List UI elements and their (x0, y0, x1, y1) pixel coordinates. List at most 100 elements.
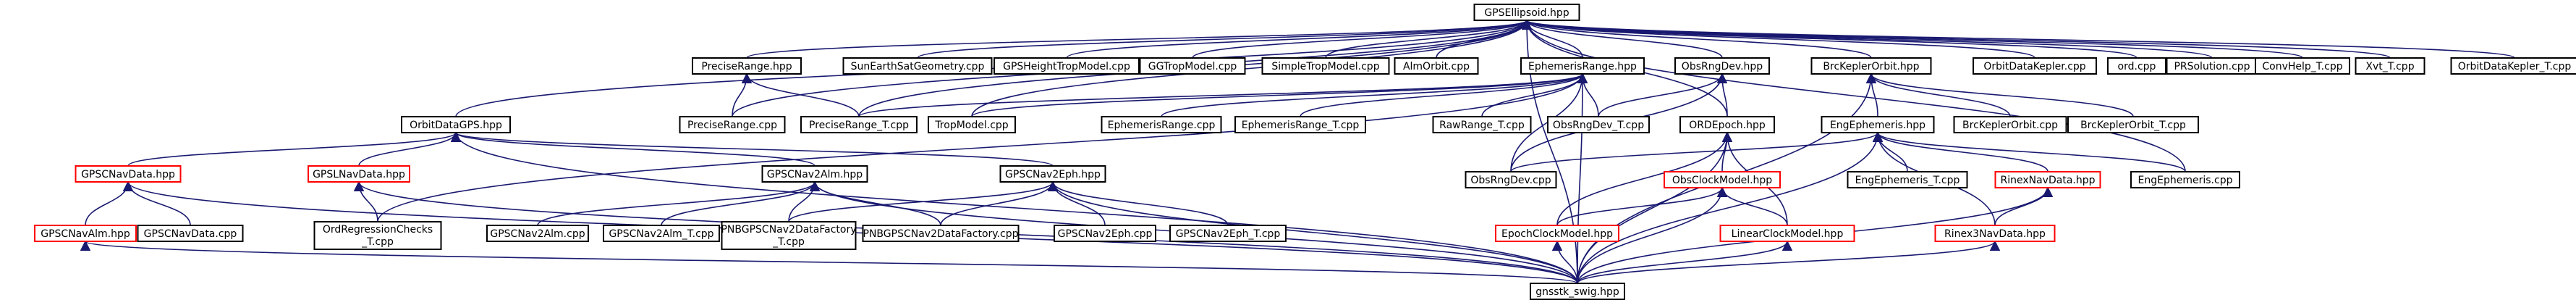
node-rinex3navdata-hpp[interactable]: Rinex3NavData.hpp (1934, 225, 2056, 242)
node-preciserange-cpp[interactable]: PreciseRange.cpp (679, 116, 786, 133)
node-orbitdatagps[interactable]: OrbitDataGPS.hpp (401, 116, 511, 133)
node-label: OrbitDataKepler.cpp (1983, 61, 2085, 72)
node-box (2107, 57, 2166, 75)
node-box (1473, 4, 1580, 21)
node-ephrange-t[interactable]: EphemerisRange_T.cpp (1234, 116, 1366, 133)
node-label: Xvt_T.cpp (2365, 61, 2414, 72)
node-ephrange-hpp[interactable]: EphemerisRange.hpp (1520, 57, 1645, 75)
edge-gpslnavdata_hpp-to-orbitdatagps (358, 131, 462, 167)
edge-gnsstk_swig-to-ephrange_hpp (1577, 72, 1588, 284)
edge-gtrop-to-root (1192, 19, 1532, 59)
node-gpscnav2alm-cpp[interactable]: GPSCNav2Alm.cpp (486, 225, 589, 242)
node-gpscnav2eph-hpp[interactable]: GPSCNav2Eph.hpp (999, 165, 1106, 183)
node-label: Rinex3NavData.hpp (1944, 228, 2046, 240)
node-label: BrcKeplerOrbit.cpp (1962, 120, 2058, 131)
node-gpscnav2alm-hpp[interactable]: GPSCNav2Alm.hpp (761, 165, 868, 183)
node-orbitdatakepler[interactable]: OrbitDataKepler.cpp (1973, 57, 2097, 75)
node-obsrngdev-cpp[interactable]: ObsRngDev.cpp (1465, 171, 1557, 188)
node-label: PreciseRange.cpp (687, 120, 777, 131)
node-gpscnav2eph-t[interactable]: GPSCNav2Eph_T.cpp (1169, 225, 1287, 242)
node-linearclockmodel-hpp[interactable]: LinearClockModel.hpp (1719, 225, 1855, 242)
node-box (34, 225, 137, 242)
node-preciserange-t[interactable]: PreciseRange_T.cpp (800, 116, 918, 133)
node-label: GPSCNav2Eph.hpp (1005, 169, 1101, 180)
node-gpscnav2eph-cpp[interactable]: GPSCNav2Eph.cpp (1054, 225, 1156, 242)
node-engephemeris-t[interactable]: EngEphemeris_T.cpp (1847, 171, 1968, 188)
node-rawrange-t[interactable]: RawRange_T.cpp (1432, 116, 1532, 133)
node-label: OrbitDataGPS.hpp (410, 120, 502, 131)
edge-engephemeris_t-to-engephemeris_hpp (1872, 131, 1908, 172)
node-engephemeris-cpp[interactable]: EngEphemeris.cpp (2130, 171, 2240, 188)
node-gpscnavalm-hpp[interactable]: GPSCNavAlm.hpp (34, 225, 137, 242)
edge-ordregression-to-gpslnavdata_hpp (353, 180, 378, 222)
node-label: ORDEpoch.hpp (1689, 120, 1766, 131)
node-label: ObsRngDev.hpp (1682, 61, 1763, 72)
node-box (486, 225, 589, 242)
edge-gpscnav2alm_hpp-to-orbitdatagps (451, 131, 815, 167)
node-label: RinexNavData.hpp (2000, 175, 2095, 186)
node-gpsheight[interactable]: GPSHeightTropModel.cpp (993, 57, 1140, 75)
node-convhelp[interactable]: ConvHelp_T.cpp (2255, 57, 2350, 75)
node-ordepoch-hpp[interactable]: ORDEpoch.hpp (1679, 116, 1775, 133)
node-label: BrcKeplerOrbit_T.cpp (2080, 120, 2186, 131)
node-prsolution[interactable]: PRSolution.cpp (2166, 57, 2258, 75)
node-rinexnavdata-hpp[interactable]: RinexNavData.hpp (1994, 171, 2101, 188)
node-almorbit[interactable]: AlmOrbit.cpp (1394, 57, 1479, 75)
node-xvt-t[interactable]: Xvt_T.cpp (2355, 57, 2425, 75)
node-gnsstk-swig[interactable]: gnsstk_swig.hpp (1530, 283, 1625, 300)
node-box (1530, 283, 1625, 300)
edge-gpscnav2alm_cpp-to-gpscnav2alm_hpp (537, 180, 821, 226)
node-label: RawRange_T.cpp (1439, 120, 1525, 131)
node-pnbgpscnav2factory-t[interactable]: PNBGPSCNav2DataFactory_T.cpp (721, 221, 857, 250)
node-gpscnav2alm-t[interactable]: GPSCNav2Alm_T.cpp (603, 225, 720, 242)
node-box (999, 165, 1106, 183)
edge-gnsstk_swig-to-gpscnavalm_hpp (80, 240, 1578, 284)
edge-tropmodel-to-ephrange_hpp (971, 72, 1588, 117)
node-box (928, 116, 1016, 133)
node-label: EpochClockModel.hpp (1501, 228, 1613, 240)
node-obsrngdev-hpp[interactable]: ObsRngDev.hpp (1674, 57, 1770, 75)
node-label: GPSCNav2Alm_T.cpp (609, 228, 713, 240)
node-label: SunEarthSatGeometry.cpp (851, 61, 985, 72)
edge-gpsheight-to-root (1066, 19, 1532, 59)
node-box (2067, 116, 2199, 133)
node-box (1719, 225, 1855, 242)
node-box (2255, 57, 2350, 75)
node-label: GPSCNav2Eph.cpp (1058, 228, 1153, 240)
node-ephrange-cpp[interactable]: EphemerisRange.cpp (1101, 116, 1222, 133)
node-sun-earth[interactable]: SunEarthSatGeometry.cpp (842, 57, 993, 75)
node-gpscnavdata-cpp[interactable]: GPSCNavData.cpp (137, 225, 244, 242)
node-box (603, 225, 720, 242)
node-precise-range-hpp[interactable]: PreciseRange.hpp (692, 57, 802, 75)
node-ord[interactable]: ord.cpp (2107, 57, 2166, 75)
node-orbitdatakepler-t[interactable]: OrbitDataKepler_T.cpp (2450, 57, 2576, 75)
node-box (75, 165, 182, 183)
node-tropmodel[interactable]: TropModel.cpp (928, 116, 1016, 133)
node-brckepler-cpp[interactable]: BrcKeplerOrbit.cpp (1953, 116, 2067, 133)
node-obsrngdev-t[interactable]: ObsRngDev_T.cpp (1547, 116, 1650, 133)
node-gtrop[interactable]: GGTropModel.cpp (1139, 57, 1246, 75)
node-obsclockmodel-hpp[interactable]: ObsClockModel.hpp (1664, 171, 1781, 188)
node-box (1821, 116, 1935, 133)
edge-rinex3navdata_hpp-to-rinexnavdata_hpp (1994, 186, 2054, 226)
edge-engephemeris_cpp-to-engephemeris_hpp (1873, 131, 2186, 172)
node-label: GPSCNavData.cpp (144, 228, 237, 240)
node-label: GPSHeightTropModel.cpp (1003, 61, 1130, 72)
node-gpslnavdata-hpp[interactable]: GPSLNavData.hpp (308, 165, 410, 183)
node-gpscnavdata-hpp[interactable]: GPSCNavData.hpp (75, 165, 182, 183)
edge-gpscnav2eph_cpp-to-gpscnav2eph_hpp (1047, 180, 1106, 226)
node-brckepler-hpp[interactable]: BrcKeplerOrbit.hpp (1810, 57, 1932, 75)
node-ordregression[interactable]: OrdRegressionChecks_T.cpp (313, 221, 442, 250)
node-box (1432, 116, 1532, 133)
edge-gnsstk_swig-to-orbitdatagps (450, 131, 1578, 284)
node-engephemeris-hpp[interactable]: EngEphemeris.hpp (1821, 116, 1935, 133)
edge-gnsstk_swig-to-ordepoch_hpp (1577, 131, 1733, 284)
node-epochclockmodel-hpp[interactable]: EpochClockModel.hpp (1495, 225, 1619, 242)
node-pnbgpscnav2factory[interactable]: PNBGPSCNav2DataFactory.cpp (862, 225, 1020, 242)
node-brckepler-t[interactable]: BrcKeplerOrbit_T.cpp (2067, 116, 2199, 133)
node-label: _T.cpp (361, 236, 394, 248)
node-simpletrop[interactable]: SimpleTropModel.cpp (1261, 57, 1390, 75)
node-label: OrbitDataKepler_T.cpp (2458, 61, 2572, 72)
node-label: TropModel.cpp (934, 120, 1008, 131)
node-label: EphemerisRange.hpp (1528, 61, 1637, 72)
